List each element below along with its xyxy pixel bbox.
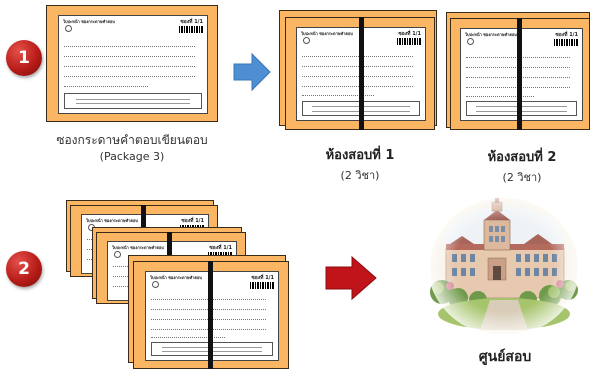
form-title: ใบปะหน้า ซองกระดาษคำตอบ [112, 245, 164, 250]
barcode-icon [179, 26, 203, 33]
center-bundle-3: ใบปะหน้า ซองกระดาษคำตอบ ซองที่ 1/1 [133, 261, 289, 369]
step-2-badge: 2 [6, 251, 42, 287]
barcode-icon [397, 38, 421, 45]
room-2-title: ห้องสอบที่ 2 [487, 150, 557, 165]
step-1-badge: 1 [6, 40, 42, 76]
room-2-subtitle: (2 วิชา) [502, 171, 542, 184]
form-sheet-label: ซองที่ 1/1 [181, 218, 204, 224]
step-2-number: 2 [18, 259, 30, 279]
package-subtitle: (Package 3) [99, 150, 165, 163]
emblem-icon [303, 37, 310, 44]
form-title: ใบปะหน้า ซองกระดาษคำตอบ [150, 275, 202, 280]
emblem-icon [467, 38, 474, 45]
form-sheet-label: ซองที่ 1/1 [251, 275, 274, 281]
emblem-icon [152, 281, 159, 288]
emblem-icon [114, 251, 121, 258]
arrow-right-icon [325, 255, 377, 301]
strap [359, 17, 364, 130]
answer-sheet-package: ใบปะหน้า ซองกระดาษคำตอบ ซองที่ 1/1 [46, 5, 218, 122]
barcode-icon [554, 39, 578, 46]
strap [208, 261, 213, 369]
room-1-subtitle: (2 วิชา) [340, 169, 380, 182]
form-title: ใบปะหน้า ซองกระดาษคำตอบ [86, 218, 138, 223]
form-title: ใบปะหน้า ซองกระดาษคำตอบ [465, 32, 517, 37]
form-sheet-label: ซองที่ 1/1 [398, 31, 421, 37]
arrow-right-icon [233, 52, 271, 92]
package-title: ซองกระดาษคำตอบเขียนตอบ [56, 133, 208, 147]
barcode-icon [250, 282, 274, 289]
step-1-number: 1 [18, 48, 30, 68]
room-1-bundle: ใบปะหน้า ซองกระดาษคำตอบ ซองที่ 1/1 [285, 17, 435, 130]
form-sheet-label: ซองที่ 1/1 [180, 19, 203, 25]
form-title: ใบปะหน้า ซองกระดาษคำตอบ [301, 31, 353, 36]
cover-form: ใบปะหน้า ซองกระดาษคำตอบ ซองที่ 1/1 [58, 15, 208, 114]
emblem-icon [65, 25, 72, 32]
room-2-bundle: ใบปะหน้า ซองกระดาษคำตอบ ซองที่ 1/1 [450, 18, 590, 130]
exam-center-title: ศูนย์สอบ [478, 349, 532, 365]
strap [517, 18, 522, 130]
building-icon [428, 196, 580, 336]
form-sheet-label: ซองที่ 1/1 [555, 32, 578, 38]
form-sheet-label: ซองที่ 1/1 [209, 245, 232, 251]
form-title: ใบปะหน้า ซองกระดาษคำตอบ [63, 19, 115, 24]
room-1-title: ห้องสอบที่ 1 [325, 148, 395, 163]
